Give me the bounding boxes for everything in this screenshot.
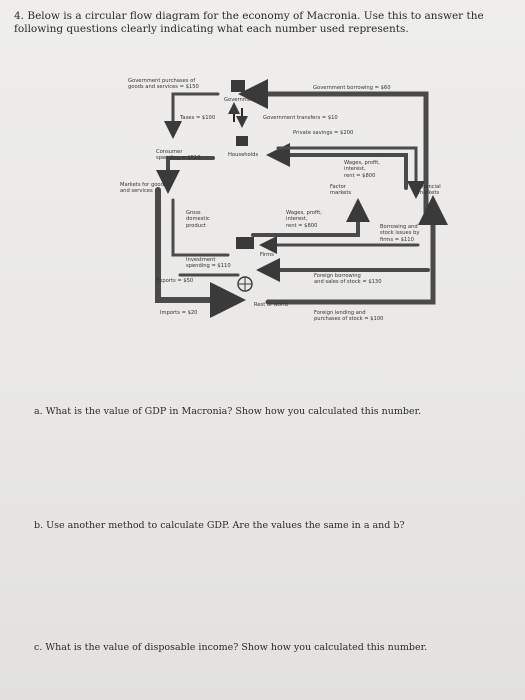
foreign-lending-flow [265,195,448,305]
label-borrowing-stock: Borrowing and stock issues by firms = $1… [380,224,420,243]
label-foreign-borrowing: Foreign borrowing and sales of stock = $… [314,273,382,286]
gdp-flow [155,187,246,318]
label-gov-purchases: Government purchases of goods and servic… [128,78,199,91]
label-government: Government [224,97,257,103]
private-savings-flow [276,146,425,199]
label-factor-markets: Factor markets [330,184,352,197]
label-markets-goods: Markets for goods and services [120,182,167,195]
label-foreign-lending: Foreign lending and purchases of stock =… [314,310,384,323]
firms-factory-icon [236,237,254,249]
label-households: Households [228,152,259,158]
question-4-intro: 4. Below is a circular flow diagram for … [14,10,514,36]
label-private-savings: Private savings = $200 [293,130,354,136]
question-b: b. Use another method to calculate GDP. … [34,520,405,531]
question-a: a. What is the value of GDP in Macronia?… [34,406,422,417]
question-text: Below is a circular flow diagram for the… [14,10,484,35]
label-wages-firms: Wages, profit, interest, rent = $800 [286,210,322,229]
label-investment: Investment spending = $110 [186,257,231,270]
investment-flow [171,198,230,257]
wages-firms-flow [251,198,370,237]
label-gov-transfers: Government transfers = $10 [263,115,338,121]
label-taxes: Taxes = $100 [180,115,216,121]
label-wages-households: Wages, profit, interest, rent = $800 [344,160,380,179]
label-exports: Exports = $50 [156,278,194,284]
question-c: c. What is the value of disposable incom… [34,642,428,653]
label-imports: Imports = $20 [160,310,198,316]
government-building-icon [231,80,245,92]
label-gov-borrowing: Government borrowing = $60 [313,85,391,91]
question-number: 4. [14,10,25,22]
label-rest-of-world: Rest of world [254,302,288,308]
circular-flow-diagram: Government purchases of goods and servic… [118,70,448,330]
flow-arrows [155,79,448,318]
label-financial-markets: Financial markets [418,184,441,197]
gov-purchases-flow [164,92,220,139]
gov-borrowing-flow [238,79,429,223]
households-house-icon [236,136,248,146]
label-consumer-spending: Consumer spending = $510 [156,149,201,162]
label-gdp: Gross domestic product [186,210,210,229]
label-firms: Firms [260,252,274,258]
consumer-spending-flow [156,156,215,194]
wages-households-flow [266,143,408,190]
